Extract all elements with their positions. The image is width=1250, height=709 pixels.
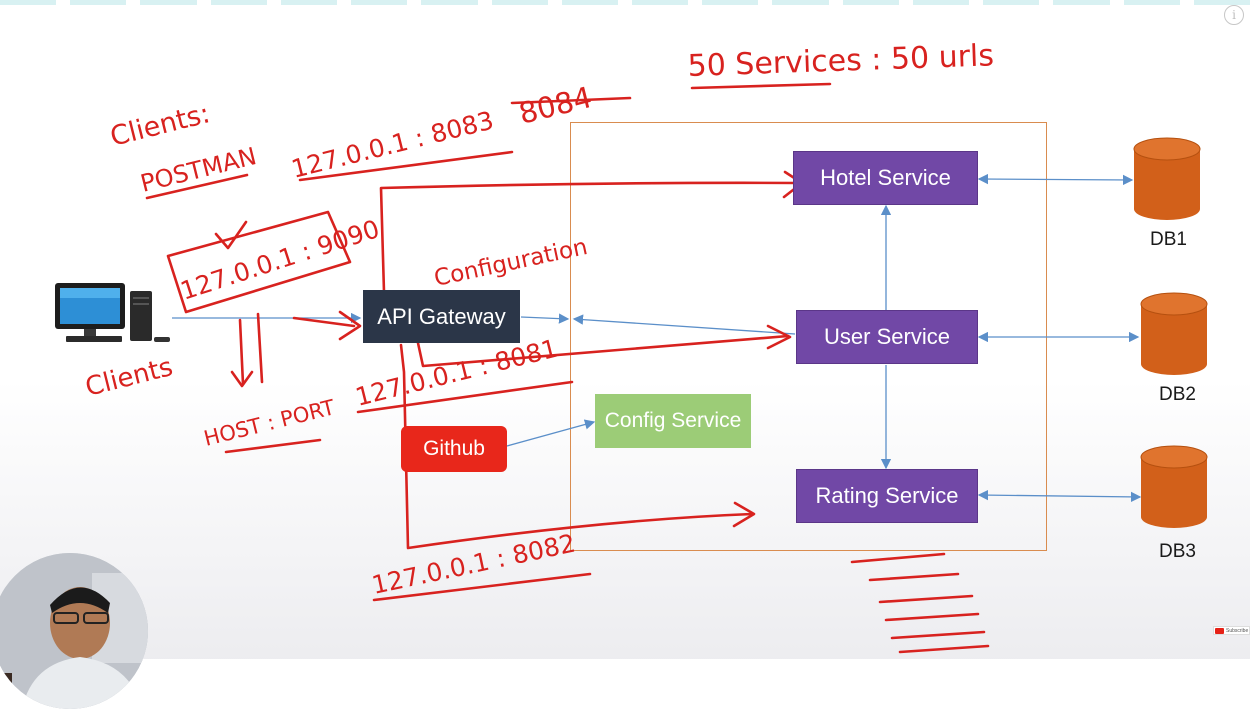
github-config-arrow [506,419,596,447]
db2-label: DB2 [1159,384,1196,405]
route-to-user [416,334,790,368]
hotel-addr-label: 127.0.0.1 : 8083 [288,106,496,184]
db1-cylinder [1133,137,1201,221]
gateway-addr-box [166,210,352,314]
youtube-subscribe-icon[interactable]: Subscribe [1213,626,1250,635]
rating-service-node: Rating Service [796,469,978,523]
api-gateway-label: API Gateway [377,303,506,329]
postman-label: POSTMAN [138,142,260,198]
config-service-node: Config Service [595,394,751,448]
gateway-addr-label: 127.0.0.1 : 9090 [177,214,383,306]
db3-cylinder [1140,445,1208,529]
configuration-label: Configuration [432,234,590,292]
config-service-label: Config Service [604,409,742,432]
github-node: Github [401,426,507,472]
db1-label: DB1 [1150,229,1187,250]
clients-label-top: Clients: [107,98,213,153]
presenter-webcam [0,553,148,709]
gateway-region-arrow [520,313,570,324]
client-route [292,316,356,328]
user-addr-label: 127.0.0.1 : 8081 [352,334,560,412]
api-gateway-node: API Gateway [363,290,520,343]
check-mark [214,220,248,250]
db2-cylinder [1140,292,1208,376]
connections-layer: Clients: POSTMAN 50 Services : 50 urls 1… [82,38,1142,654]
route-to-hotel [379,181,802,294]
clients-label: Clients [82,352,175,403]
db3-label: DB3 [1159,541,1196,562]
user-service-node: User Service [796,310,978,364]
blue-arrows [172,173,1142,503]
info-icon[interactable]: i [1224,5,1244,25]
route-to-rating [399,343,754,550]
desktop-computer-icon [55,283,170,342]
github-label: Github [423,437,485,460]
hotel-service-label: Hotel Service [820,165,951,190]
hotel-addr-alt-label: 8084 [515,80,595,131]
host-port-label: HOST : PORT [201,395,337,451]
user-service-label: User Service [824,324,950,349]
red-ink-routes [145,82,990,654]
user-gateway-arrow [572,314,796,335]
rating-service-label: Rating Service [815,483,959,508]
top-strip [0,0,1250,5]
rating-db3-arrow [977,489,1142,503]
services-urls-label: 50 Services : 50 urls [687,38,994,84]
hotel-db1-arrow [977,173,1134,186]
hotel-service-node: Hotel Service [793,151,978,205]
